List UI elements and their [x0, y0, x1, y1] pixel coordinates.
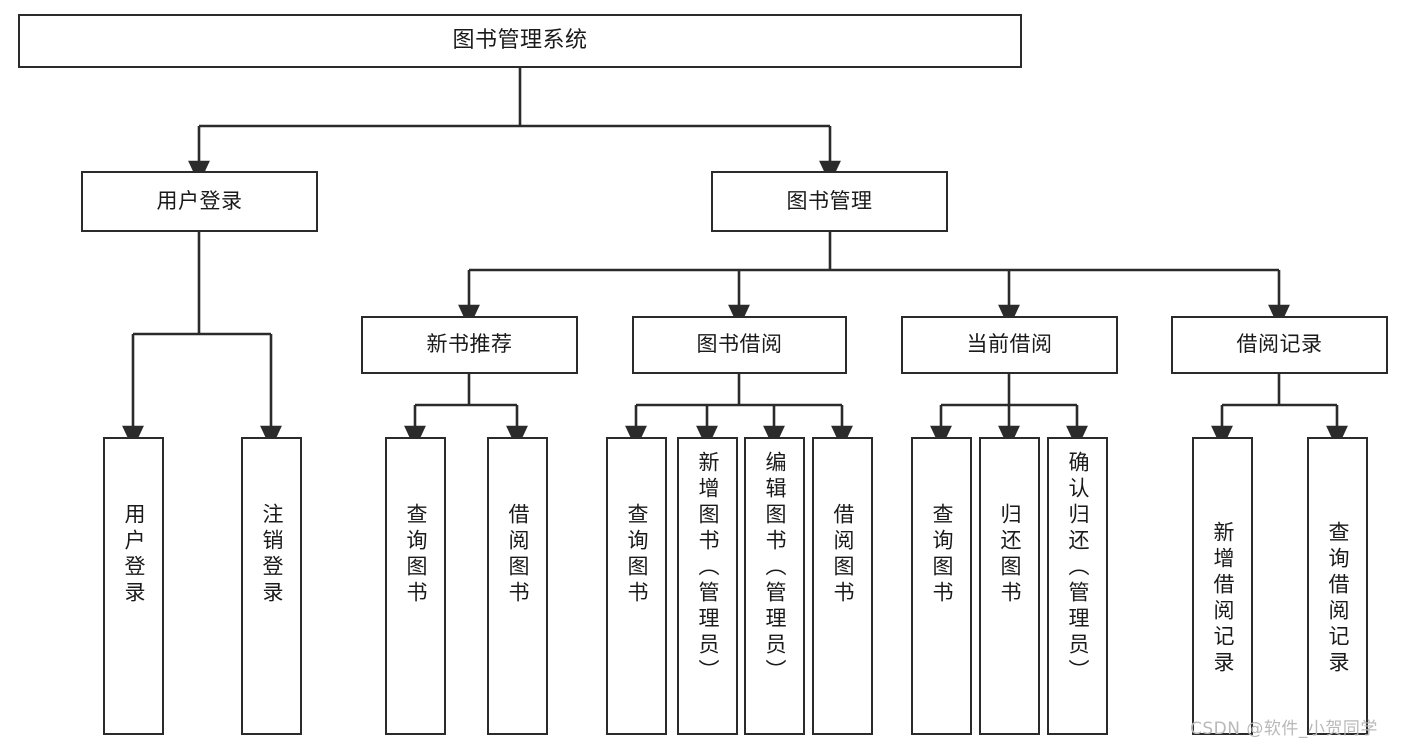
csdn-watermark: CSDN @软件_小贺同学	[1190, 719, 1378, 739]
leaf-user-login[interactable]: 用户登录	[103, 437, 164, 735]
node-label: 查询图书	[404, 503, 428, 607]
node-label: 图书管理系统	[452, 27, 588, 53]
leaf-query-book-2[interactable]: 查询图书	[606, 437, 667, 735]
node-label: 确认归还（管理员）	[1066, 451, 1090, 685]
leaf-query-book-1[interactable]: 查询图书	[385, 437, 446, 735]
node-label: 借阅图书	[506, 503, 530, 607]
leaf-return-book[interactable]: 归还图书	[979, 437, 1040, 735]
node-label: 注销登录	[260, 503, 284, 607]
node-label: 图书借阅	[696, 332, 783, 357]
node-label: 用户登录	[156, 188, 243, 213]
node-label: 查询图书	[930, 503, 954, 607]
node-label: 图书管理	[786, 188, 873, 213]
node-current-borrow[interactable]: 当前借阅	[901, 316, 1118, 374]
node-user-login[interactable]: 用户登录	[81, 171, 318, 232]
node-label: 借阅图书	[831, 503, 855, 607]
leaf-add-book-admin[interactable]: 新增图书（管理员）	[677, 437, 738, 735]
leaf-add-borrow-record[interactable]: 新增借阅记录	[1192, 437, 1253, 735]
node-label: 新增借阅记录	[1211, 521, 1235, 677]
node-book-manage[interactable]: 图书管理	[711, 171, 948, 232]
node-label: 新书推荐	[426, 332, 513, 357]
leaf-confirm-return-admin[interactable]: 确认归还（管理员）	[1047, 437, 1108, 735]
leaf-logout-login[interactable]: 注销登录	[241, 437, 302, 735]
node-label: 当前借阅	[966, 332, 1053, 357]
node-book-borrow[interactable]: 图书借阅	[632, 316, 847, 374]
node-label: 编辑图书（管理员）	[763, 451, 787, 685]
node-label: 查询图书	[625, 503, 649, 607]
node-borrow-record[interactable]: 借阅记录	[1171, 316, 1388, 374]
leaf-borrow-book-1[interactable]: 借阅图书	[487, 437, 548, 735]
leaf-edit-book-admin[interactable]: 编辑图书（管理员）	[744, 437, 805, 735]
node-label: 查询借阅记录	[1326, 521, 1350, 677]
node-new-book-rec[interactable]: 新书推荐	[361, 316, 578, 374]
node-label: 新增图书（管理员）	[696, 451, 720, 685]
node-label: 用户登录	[122, 503, 146, 607]
leaf-borrow-book-2[interactable]: 借阅图书	[812, 437, 873, 735]
node-label: 借阅记录	[1236, 332, 1323, 357]
leaf-query-borrow-record[interactable]: 查询借阅记录	[1307, 437, 1368, 735]
leaf-query-book-3[interactable]: 查询图书	[911, 437, 972, 735]
node-label: 归还图书	[998, 503, 1022, 607]
node-root-system[interactable]: 图书管理系统	[18, 14, 1022, 68]
